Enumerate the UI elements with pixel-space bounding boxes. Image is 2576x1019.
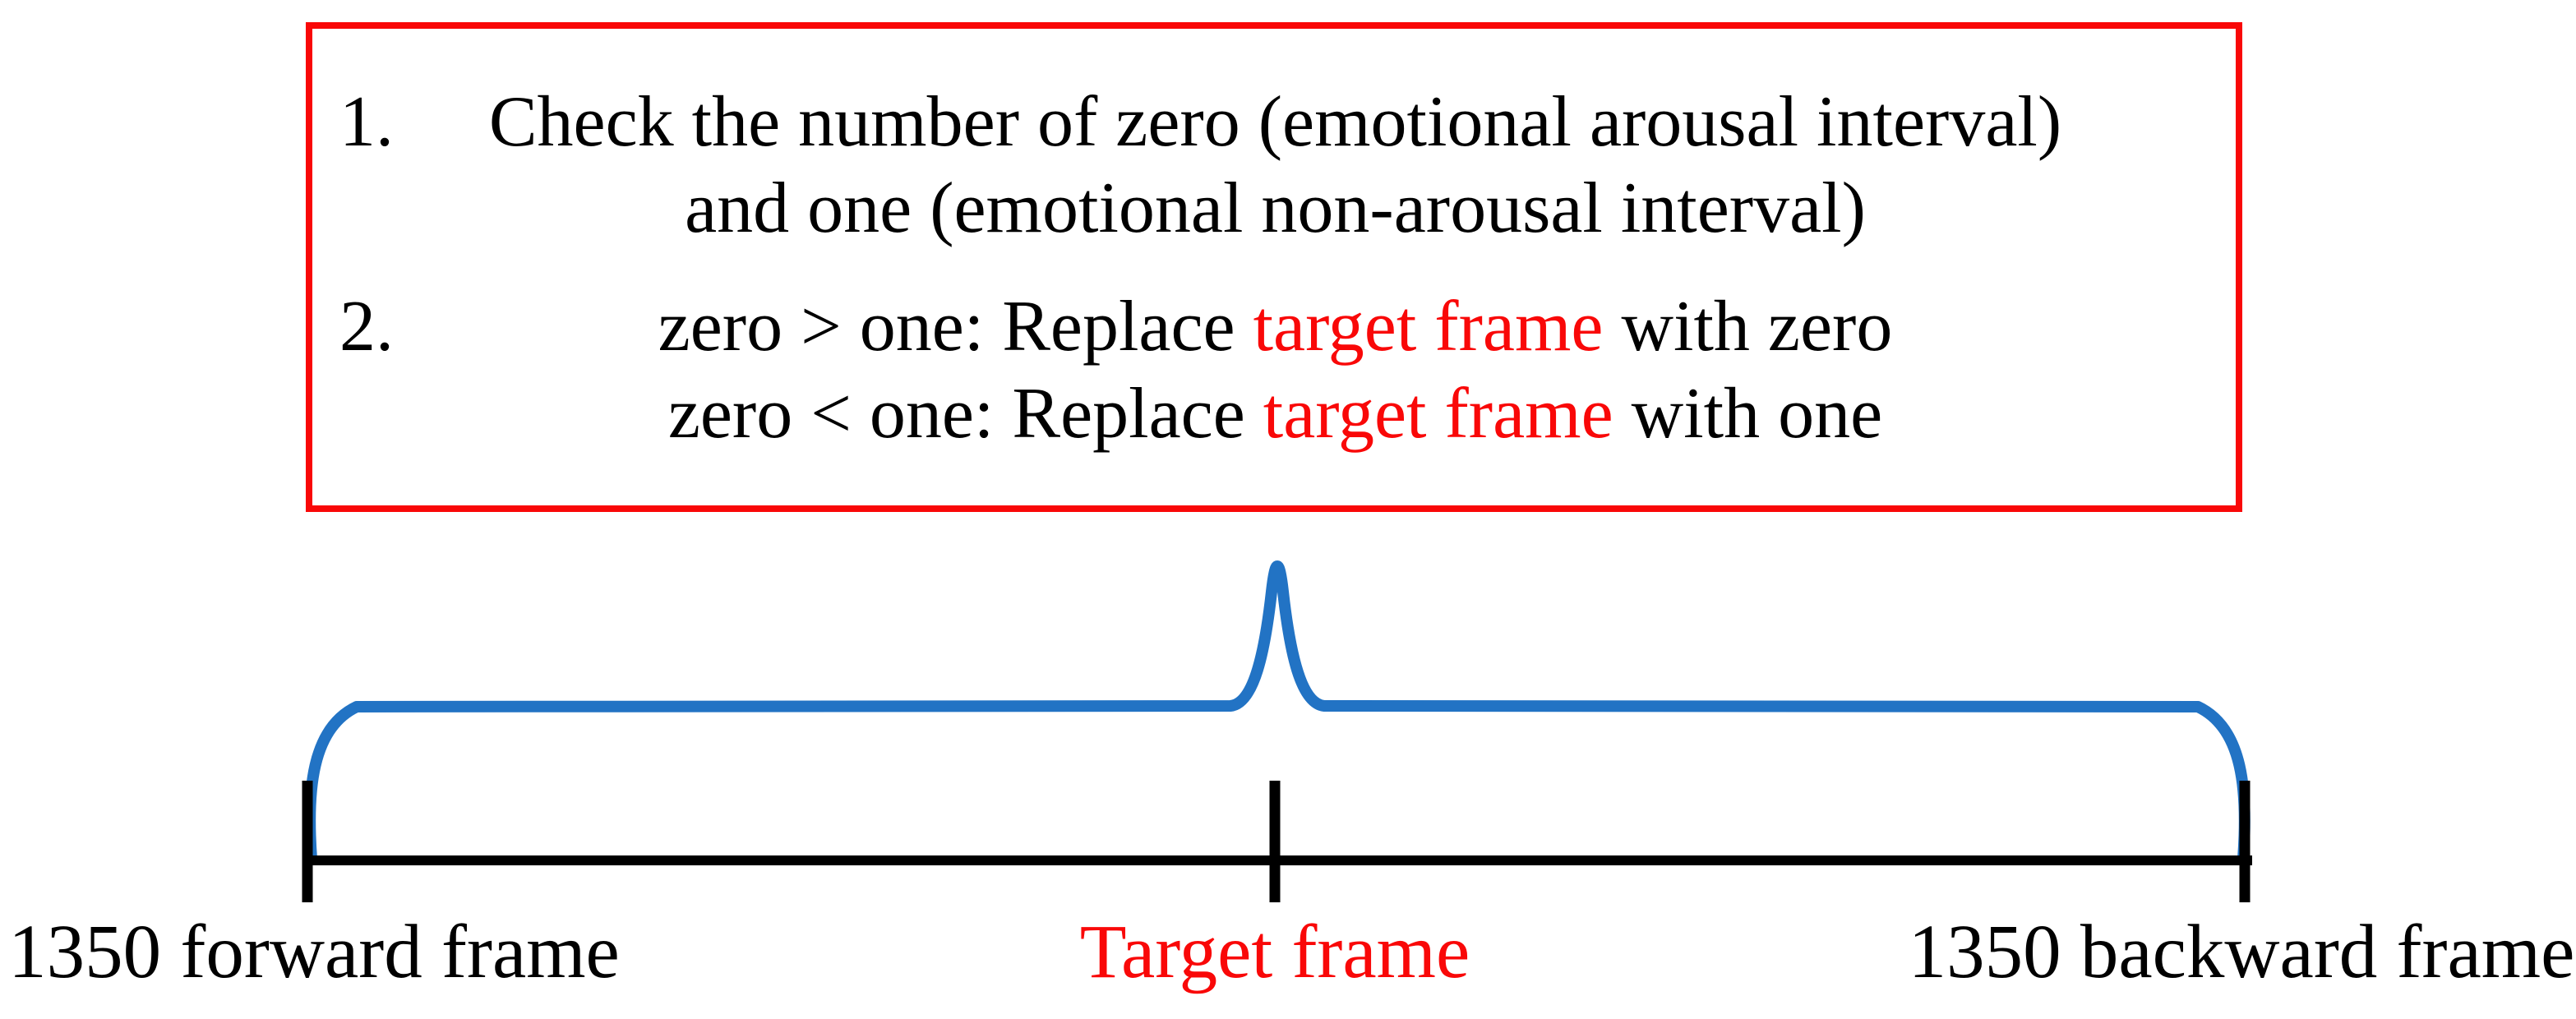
rule-zero-gt-pre: zero > one: Replace bbox=[658, 287, 1253, 367]
target-frame-highlight: target frame bbox=[1253, 287, 1604, 367]
rule-zero-lt-post: with one bbox=[1613, 374, 1883, 454]
instruction-line-2: and one (emotional non-arousal interval) bbox=[685, 168, 1866, 248]
target-frame-highlight: target frame bbox=[1263, 374, 1613, 454]
list-number-1: 1. bbox=[339, 82, 394, 162]
instruction-box bbox=[306, 22, 2242, 512]
instruction-line-1: Check the number of zero (emotional arou… bbox=[488, 82, 2062, 162]
blue-brace-curve bbox=[304, 560, 2251, 865]
instruction-line-3: zero > one: Replace target frame with ze… bbox=[311, 291, 2240, 363]
list-number-2: 2. bbox=[339, 287, 394, 367]
rule-zero-gt-post: with zero bbox=[1603, 287, 1893, 367]
forward-frame-label: 1350 forward frame bbox=[8, 910, 620, 994]
backward-frame-label: 1350 backward frame bbox=[1908, 910, 2575, 994]
target-frame-label: Target frame bbox=[1079, 910, 1470, 994]
rule-zero-lt-pre: zero < one: Replace bbox=[667, 374, 1263, 454]
instruction-line-4: zero < one: Replace target frame with on… bbox=[311, 378, 2240, 450]
